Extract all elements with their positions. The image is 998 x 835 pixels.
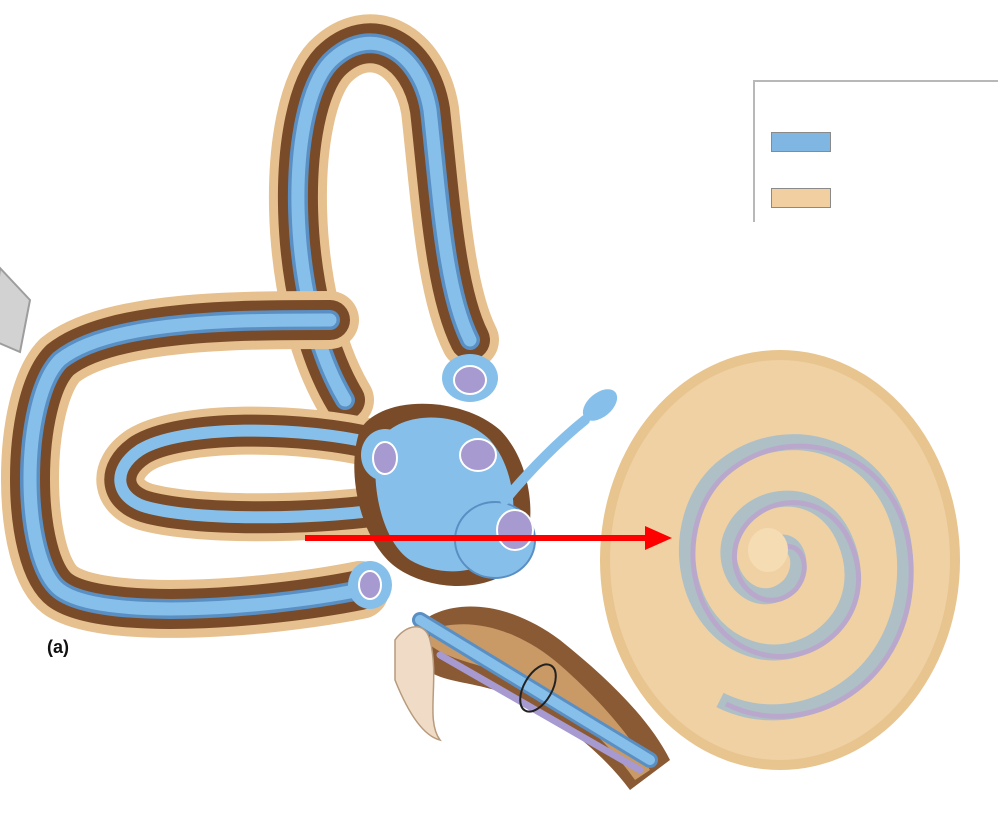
legend-swatch-endolymph <box>771 132 831 152</box>
callout-arrow-icon <box>0 268 30 352</box>
legend <box>753 80 998 222</box>
cochlea <box>600 350 960 770</box>
vestibule <box>354 383 623 586</box>
panel-label: (a) <box>47 637 69 658</box>
lateral-semicircular-canal <box>120 431 380 518</box>
legend-swatch-perilymph <box>771 188 831 208</box>
